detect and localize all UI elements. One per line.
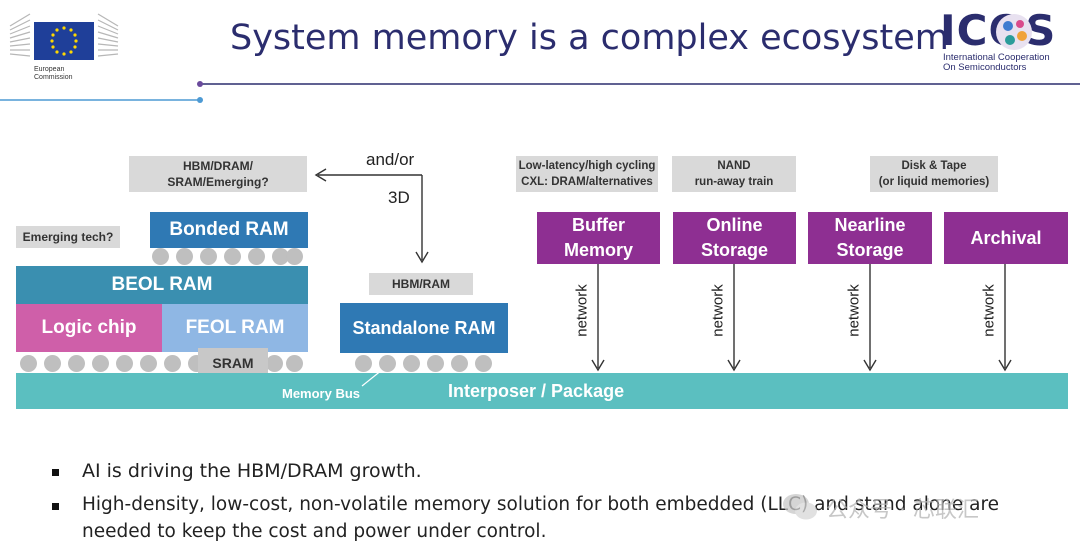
icos-logo-sub-line1: International Cooperation bbox=[943, 52, 1050, 63]
bonded-ram-block: Bonded RAM bbox=[150, 212, 308, 248]
network-label-4: network bbox=[980, 284, 998, 337]
tier3-note: Disk & Tape (or liquid memories) bbox=[870, 156, 998, 192]
and-or-arrows bbox=[314, 168, 429, 264]
label-hbm-ram: HBM/RAM bbox=[369, 273, 473, 295]
standalone-ram-bumps bbox=[355, 355, 505, 373]
network-label-1: network bbox=[573, 284, 591, 337]
beol-ram-block: BEOL RAM bbox=[16, 266, 308, 304]
logic-chip-bumps bbox=[20, 355, 310, 373]
globe-icon bbox=[996, 14, 1032, 50]
eu-building-icon bbox=[8, 8, 120, 64]
tier1-note: Low-latency/high cycling CXL: DRAM/alter… bbox=[516, 156, 658, 192]
header-divider bbox=[0, 81, 1080, 103]
bullet-2-line1: High-density, low-cost, non-volatile mem… bbox=[82, 494, 1000, 515]
network-label-2: network bbox=[709, 284, 727, 337]
icos-logo: ICOS International Cooperation On Semico… bbox=[940, 6, 1070, 76]
memory-bus-pointer bbox=[361, 369, 383, 387]
network-arrows bbox=[591, 264, 1012, 372]
label-emerging-tech: Emerging tech? bbox=[16, 226, 120, 248]
page-title: System memory is a complex ecosystem bbox=[230, 18, 949, 58]
standalone-ram-block: Standalone RAM bbox=[340, 303, 508, 353]
online-storage-block: Online Storage bbox=[673, 212, 796, 264]
label-3d: 3D bbox=[388, 188, 410, 207]
interposer-package-bar: Interposer / Package Memory Bus bbox=[16, 373, 1068, 409]
label-and-or: and/or bbox=[366, 150, 415, 169]
bullet-marker-1 bbox=[52, 469, 59, 476]
memory-bus-label: Memory Bus bbox=[282, 386, 361, 401]
bullet-2-line2: needed to keep the cost and power under … bbox=[82, 521, 547, 542]
tier2-note: NAND run-away train bbox=[672, 156, 796, 192]
icos-logo-sub-line2: On Semiconductors bbox=[943, 62, 1027, 73]
buffer-memory-block: Buffer Memory bbox=[537, 212, 660, 264]
bullet-marker-2 bbox=[52, 503, 59, 510]
network-label-3: network bbox=[845, 284, 863, 337]
label-hbm-dram-sram-emerging: HBM/DRAM/ SRAM/Emerging? bbox=[129, 156, 307, 192]
archival-block: Archival bbox=[944, 212, 1068, 264]
eu-logo-text-line2: Commission bbox=[34, 74, 73, 81]
bullet-1: AI is driving the HBM/DRAM growth. bbox=[82, 460, 422, 482]
nearline-storage-block: Nearline Storage bbox=[808, 212, 932, 264]
eu-logo-text-line1: European bbox=[34, 66, 65, 73]
bonded-ram-bumps bbox=[152, 248, 308, 266]
logic-chip-block: Logic chip bbox=[16, 304, 162, 352]
interposer-label: Interposer / Package bbox=[448, 381, 625, 401]
watermark-text: 公众号 · 芯联汇 bbox=[826, 498, 979, 523]
feol-ram-block: FEOL RAM bbox=[162, 304, 308, 352]
wechat-icon bbox=[783, 494, 817, 520]
eu-logo: European Commission bbox=[8, 8, 120, 84]
